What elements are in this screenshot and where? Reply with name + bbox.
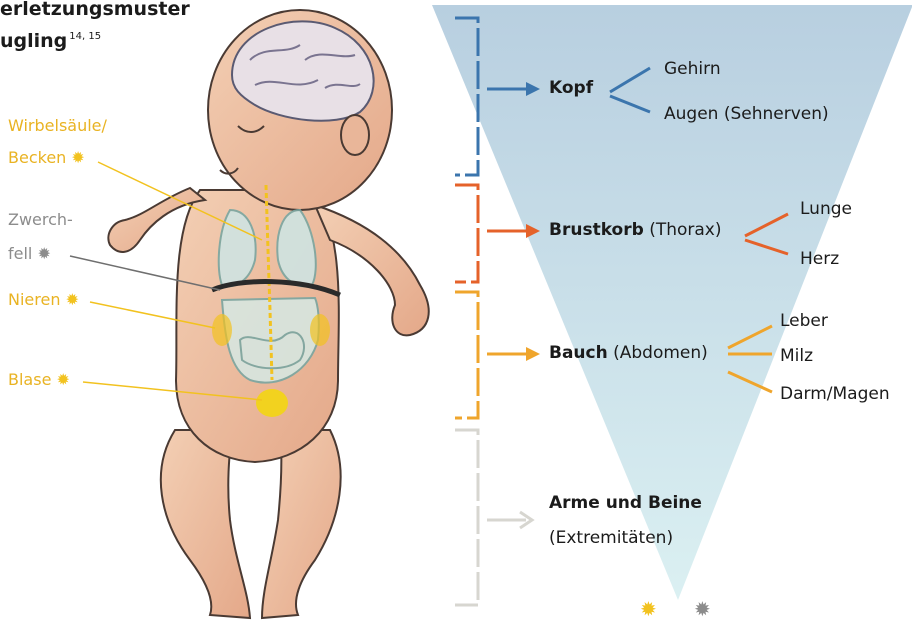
region-limbs-label: Arme und Beine bbox=[549, 495, 702, 512]
organ-darm-magen: Darm/Magen bbox=[780, 386, 890, 403]
bracket-thorax bbox=[455, 185, 478, 282]
region-thorax-label: Brustkorb (Thorax) bbox=[549, 222, 721, 239]
organ-lunge: Lunge bbox=[800, 201, 852, 218]
gray-star-icon: ✹ bbox=[694, 599, 711, 619]
bracket-abdomen bbox=[455, 292, 478, 418]
organ-milz: Milz bbox=[780, 348, 813, 365]
region-head-label: Kopf bbox=[549, 80, 593, 97]
region-limbs-detail: (Extremitäten) bbox=[549, 530, 673, 547]
region-abdomen-label: Bauch (Abdomen) bbox=[549, 345, 708, 362]
arrow-abdomen-region bbox=[487, 347, 540, 361]
organ-herz: Herz bbox=[800, 251, 839, 268]
sun-star-icon: ✹ bbox=[640, 599, 657, 619]
organ-leber: Leber bbox=[780, 313, 828, 330]
bracket-limbs bbox=[455, 430, 478, 605]
organ-gehirn: Gehirn bbox=[664, 61, 721, 78]
organ-augen: Augen (Sehnerven) bbox=[664, 106, 829, 123]
arrow-limbs-region bbox=[487, 512, 532, 528]
